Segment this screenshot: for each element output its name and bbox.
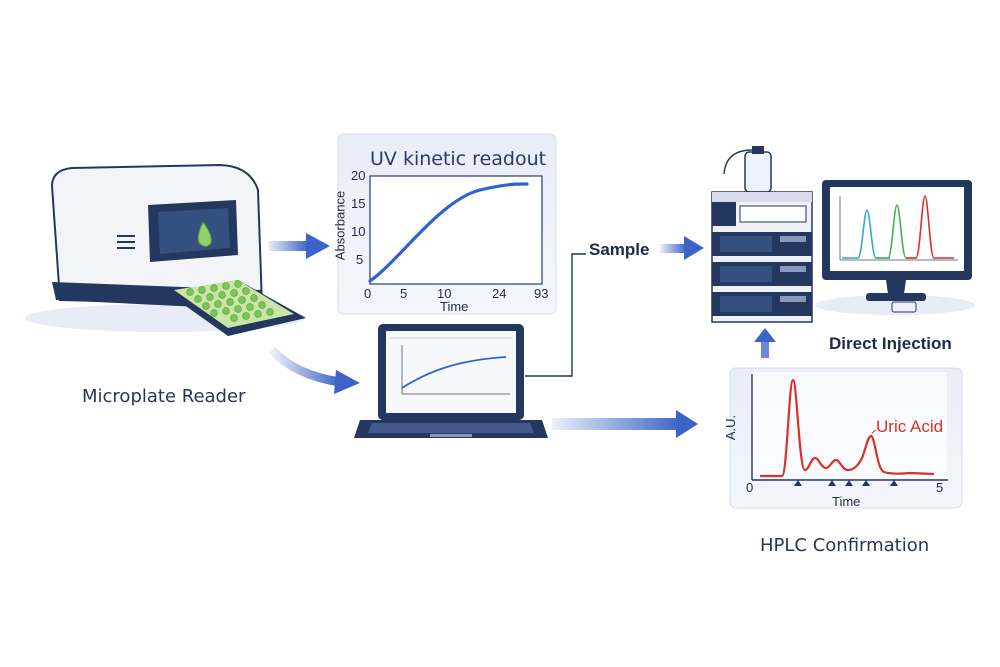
uv-y-tick: 5 xyxy=(356,252,364,267)
arrow-reader-to-laptop xyxy=(268,346,360,394)
hplc-confirmation-caption: HPLC Confirmation xyxy=(760,535,930,556)
hplc-tick-marks xyxy=(794,480,898,486)
uv-x-tick: 0 xyxy=(364,286,372,301)
uv-x-tick: 5 xyxy=(400,286,408,301)
uv-y-tick: 10 xyxy=(351,224,366,239)
uric-acid-label: Uric Acid xyxy=(876,417,944,436)
laptop-icon xyxy=(354,324,548,438)
hplc-x-tick: 5 xyxy=(936,480,944,495)
uv-x-tick: 24 xyxy=(492,286,507,301)
direct-injection-label: Direct Injection xyxy=(829,334,952,353)
uv-plot-area xyxy=(369,175,543,285)
uv-x-tick: 93 xyxy=(534,286,549,301)
hplc-x-tick: 0 xyxy=(746,480,754,495)
uv-chart-title: UV kinetic readout xyxy=(370,148,547,170)
hplc-instrument-icon xyxy=(711,146,813,323)
sample-label: Sample xyxy=(589,240,650,259)
hplc-chart-xlabel: Time xyxy=(832,494,861,509)
microplate-reader-caption: Microplate Reader xyxy=(82,386,246,407)
monitor-icon xyxy=(815,180,975,315)
hplc-chart-ylabel: A.U. xyxy=(723,414,739,441)
uric-acid-leader xyxy=(871,429,877,434)
uv-y-tick: 15 xyxy=(351,196,366,211)
uv-chart-ylabel: Absorbance xyxy=(332,190,348,261)
uv-chart-xlabel: Time xyxy=(440,299,469,314)
arrow-sample xyxy=(660,236,704,260)
arrow-laptop-to-hplc xyxy=(552,410,698,438)
uv-y-tick: 20 xyxy=(351,168,366,183)
arrow-direct-injection xyxy=(754,328,776,358)
arrow-reader-to-uv xyxy=(268,233,330,259)
connector-line xyxy=(525,253,586,377)
uv-x-tick: 10 xyxy=(437,286,452,301)
uv-kinetic-curve xyxy=(368,182,529,283)
microplate-reader-icon xyxy=(25,163,306,336)
hplc-trace xyxy=(760,378,935,478)
